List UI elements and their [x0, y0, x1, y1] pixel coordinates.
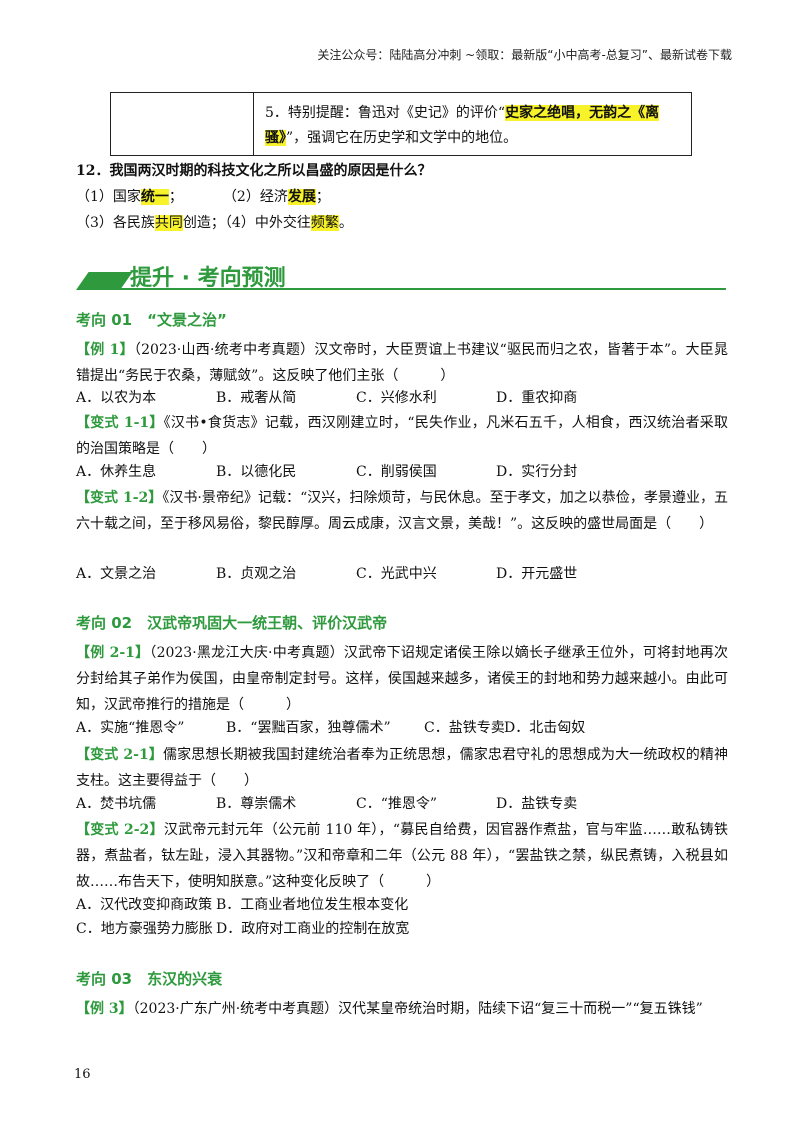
variant-1-2-options: A．文景之治 B．贞观之治 C．光武中兴 D．开元盛世 — [76, 563, 728, 587]
section-title: 提升 · 考向预测 — [130, 266, 286, 291]
table-cell: 5．特别提醒：鲁迅对《史记》的评价“史家之绝唱，无韵之《离骚》”，强调它在历史学… — [265, 101, 677, 151]
page-number: 16 — [74, 1067, 91, 1082]
variant-2-1-text: 儒家思想长期被我国封建统治者奉为正统思想，儒家忠君守礼的思想成为大一统政权的精神… — [76, 747, 729, 789]
q12-answer-row1: （1）国家统一；（2）经济发展； — [76, 186, 330, 206]
example-2-1-text: （2023·黑龙江大庆·中考真题）汉武帝下诏规定诸侯王除以嫡长子继承王位外，可将… — [76, 645, 728, 713]
option-b[interactable]: B．“罢黜百家，独尊儒术” — [226, 720, 391, 736]
banner-underline — [120, 288, 726, 290]
variant-2-2-text: 汉武帝元封元年（公元前 110 年），“募民自给费，因官器作煮盐，官与牢监……敢… — [76, 822, 728, 890]
variant-1-1-tag: 【变式 1-1】 — [76, 415, 164, 431]
variant-2-2: 【变式 2-2】汉武帝元封元年（公元前 110 年），“募民自给费，因官器作煮盐… — [76, 817, 728, 895]
option-a[interactable]: A．休养生息 — [76, 464, 157, 480]
option-b[interactable]: B．以德化民 — [216, 464, 297, 480]
example-2-1-tag: 【例 2-1】 — [76, 645, 150, 661]
topic-01-heading: 考向 01 “文景之治” — [76, 311, 227, 329]
a1-post: ； — [168, 189, 183, 205]
option-d[interactable]: D．重农抑商 — [496, 390, 578, 406]
option-b[interactable]: B．尊崇儒术 — [216, 796, 297, 812]
option-b[interactable]: B．戒奢从简 — [216, 390, 297, 406]
table-divider — [253, 93, 254, 155]
variant-2-1-options: A．焚书坑儒 B．尊崇儒术 C．“推恩令” D．盐铁专卖 — [76, 793, 728, 817]
example-1-text: （2023·山西·统考中考真题）汉文帝时，大臣贾谊上书建议“驱民而归之农，皆著于… — [76, 342, 728, 384]
option-a[interactable]: A．文景之治 — [76, 566, 157, 582]
q12-answer-row2: （3）各民族共同创造；（4）中外交往频繁。 — [76, 212, 353, 232]
a4-post: 。 — [338, 215, 353, 231]
variant-1-2: 【变式 1-2】《汉书·景帝纪》记载：“汉兴，扫除烦苛，与民休息。至于孝文，加之… — [76, 485, 728, 537]
a1-highlight: 统一 — [140, 189, 169, 205]
option-d[interactable]: D．北击匈奴 — [504, 720, 586, 736]
section-banner: 提升 · 考向预测 — [76, 258, 726, 294]
option-b[interactable]: B．贞观之治 — [216, 566, 297, 582]
table-text-pre: 5．特别提醒：鲁迅对《史记》的评价“ — [265, 105, 506, 121]
option-c[interactable]: C．地方豪强势力膨胀 — [76, 921, 213, 937]
variant-1-1-text: 《汉书•食货志》记载，西汉刚建立时，“民失作业，凡米石五千，人相食，西汉统治者采… — [76, 415, 728, 457]
variant-1-2-text: 《汉书·景帝纪》记载：“汉兴，扫除烦苛，与民休息。至于孝文，加之以恭俭，孝景遵业… — [76, 490, 728, 532]
summary-table: 5．特别提醒：鲁迅对《史记》的评价“史家之绝唱，无韵之《离骚》”，强调它在历史学… — [110, 92, 692, 156]
example-3: 【例 3】（2023·广东广州·统考中考真题）汉代某皇帝统治时期，陆续下诏“复三… — [76, 996, 728, 1022]
a3-post: 创造； — [182, 215, 225, 231]
a4-highlight: 频繁 — [310, 215, 339, 231]
variant-2-1: 【变式 2-1】儒家思想长期被我国封建统治者奉为正统思想，儒家忠君守礼的思想成为… — [76, 742, 728, 794]
option-d[interactable]: D．开元盛世 — [496, 566, 578, 582]
example-3-tag: 【例 3】 — [76, 1001, 133, 1017]
example-3-text: （2023·广东广州·统考中考真题）汉代某皇帝统治时期，陆续下诏“复三十而税一”… — [132, 1001, 703, 1017]
example-2-1-options: A．实施“推恩令” B．“罢黜百家，独尊儒术” C．盐铁专卖 D．北击匈奴 — [76, 717, 728, 741]
topic-03-heading: 考向 03 东汉的兴衰 — [76, 970, 223, 988]
option-a[interactable]: A．以农为本 — [76, 390, 157, 406]
variant-2-2-tag: 【变式 2-2】 — [76, 822, 164, 838]
a4-pre: （4）中外交往 — [224, 215, 311, 231]
option-d[interactable]: D．政府对工商业的控制在放宽 — [216, 921, 410, 937]
a2-post: ； — [315, 189, 330, 205]
option-a[interactable]: A．焚书坑儒 — [76, 796, 157, 812]
variant-2-2-options-row2: C．地方豪强势力膨胀 D．政府对工商业的控制在放宽 — [76, 918, 728, 942]
a3-highlight: 共同 — [154, 215, 183, 231]
option-b[interactable]: B．工商业者地位发生根本变化 — [216, 897, 409, 913]
a2-highlight: 发展 — [287, 189, 316, 205]
example-1-options: A．以农为本 B．戒奢从简 C．兴修水利 D．重农抑商 — [76, 387, 728, 411]
example-1-tag: 【例 1】 — [76, 342, 134, 358]
variant-1-2-tag: 【变式 1-2】 — [76, 490, 163, 506]
variant-1-1: 【变式 1-1】《汉书•食货志》记载，西汉刚建立时，“民失作业，凡米石五千，人相… — [76, 410, 728, 462]
table-text-post: ”，强调它在历史学和文学中的地位。 — [286, 130, 518, 146]
topic-02-heading: 考向 02 汉武帝巩固大一统王朝、评价汉武帝 — [76, 614, 388, 632]
option-c[interactable]: C．光武中兴 — [356, 566, 437, 582]
option-d[interactable]: D．实行分封 — [496, 464, 578, 480]
q12-title: 12．我国两汉时期的科技文化之所以昌盛的原因是什么？ — [76, 163, 432, 179]
example-2-1: 【例 2-1】（2023·黑龙江大庆·中考真题）汉武帝下诏规定诸侯王除以嫡长子继… — [76, 640, 728, 718]
a1-pre: （1）国家 — [76, 189, 141, 205]
a3-pre: （3）各民族 — [76, 215, 155, 231]
option-a[interactable]: A．实施“推恩令” — [76, 720, 185, 736]
option-c[interactable]: C．“推恩令” — [356, 796, 438, 812]
variant-2-2-options-row1: A．汉代改变抑商政策 B．工商业者地位发生根本变化 — [76, 894, 728, 918]
example-1: 【例 1】（2023·山西·统考中考真题）汉文帝时，大臣贾谊上书建议“驱民而归之… — [76, 337, 728, 389]
header-note: 关注公众号：陆陆高分冲刺 ~领取：最新版“小中高考-总复习”、最新试卷下载 — [317, 48, 732, 62]
option-d[interactable]: D．盐铁专卖 — [496, 796, 578, 812]
option-c[interactable]: C．盐铁专卖 — [424, 720, 505, 736]
option-c[interactable]: C．削弱侯国 — [356, 464, 437, 480]
option-c[interactable]: C．兴修水利 — [356, 390, 437, 406]
a2-pre: （2）经济 — [222, 189, 288, 205]
option-a[interactable]: A．汉代改变抑商政策 — [76, 897, 213, 913]
variant-2-1-tag: 【变式 2-1】 — [76, 747, 163, 763]
variant-1-1-options: A．休养生息 B．以德化民 C．削弱侯国 D．实行分封 — [76, 461, 728, 485]
